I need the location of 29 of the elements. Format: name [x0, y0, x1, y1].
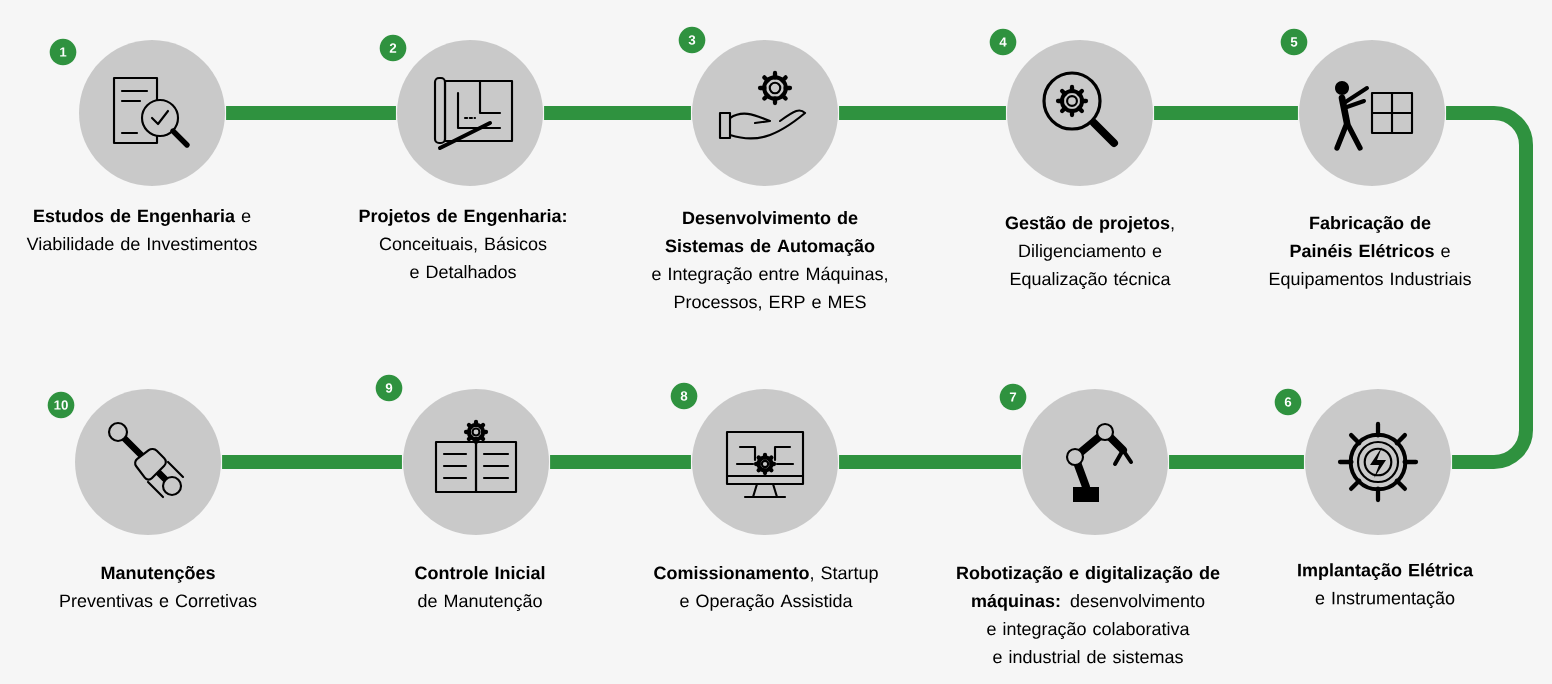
step-description: Fabricação de Painéis Elétricos e Equipamentos Industriais — [1269, 216, 1471, 289]
connector-line — [839, 455, 1021, 469]
connector-line — [1169, 455, 1304, 469]
step-description: Comissionamento, Startup e Operação Assistida — [654, 566, 878, 611]
step-number-badge: 5 — [1280, 28, 1308, 56]
connector-line — [226, 106, 396, 120]
connector-line — [544, 106, 691, 120]
connector-line — [1154, 106, 1298, 120]
step-number-badge: 7 — [999, 383, 1027, 411]
step-number-badge: 6 — [1274, 388, 1302, 416]
step-number-badge: 9 — [375, 374, 403, 402]
connector-line — [1446, 106, 1533, 469]
connector-line — [550, 455, 691, 469]
connector-line — [839, 106, 1006, 120]
step-description: Projetos de Engenharia: Conceituais, Básicos e Detalhados — [359, 209, 566, 279]
step-description: Estudos de Engenharia e Viabilidade de Investimentos — [26, 209, 257, 251]
step-description: Manutenções Preventivas e Corretivas — [60, 566, 257, 608]
step-number-badge: 10 — [47, 391, 75, 419]
step-description: Desenvolvimento de Sistemas de Automação e Integração entre Máquinas, Processos, ERP e MES — [652, 211, 887, 311]
step-number-badge: 8 — [670, 382, 698, 410]
step-description: Robotização e digitalização de máquinas: desenvolvimento e integração colaborativa e industrial de sistemas — [957, 566, 1220, 664]
step-description: Implantação Elétrica e Instrumentação — [1298, 563, 1474, 609]
step-number-badge: 2 — [379, 34, 407, 62]
step-number-badge: 3 — [678, 26, 706, 54]
connector-line — [222, 455, 402, 469]
step-number-badge: 1 — [49, 38, 77, 66]
step-description: Gestão de projetos, Diligenciamento e Equalização técnica — [1005, 216, 1174, 289]
step-description: Controle Inicial de Manutenção — [415, 566, 545, 611]
step-number-badge: 4 — [989, 28, 1017, 56]
